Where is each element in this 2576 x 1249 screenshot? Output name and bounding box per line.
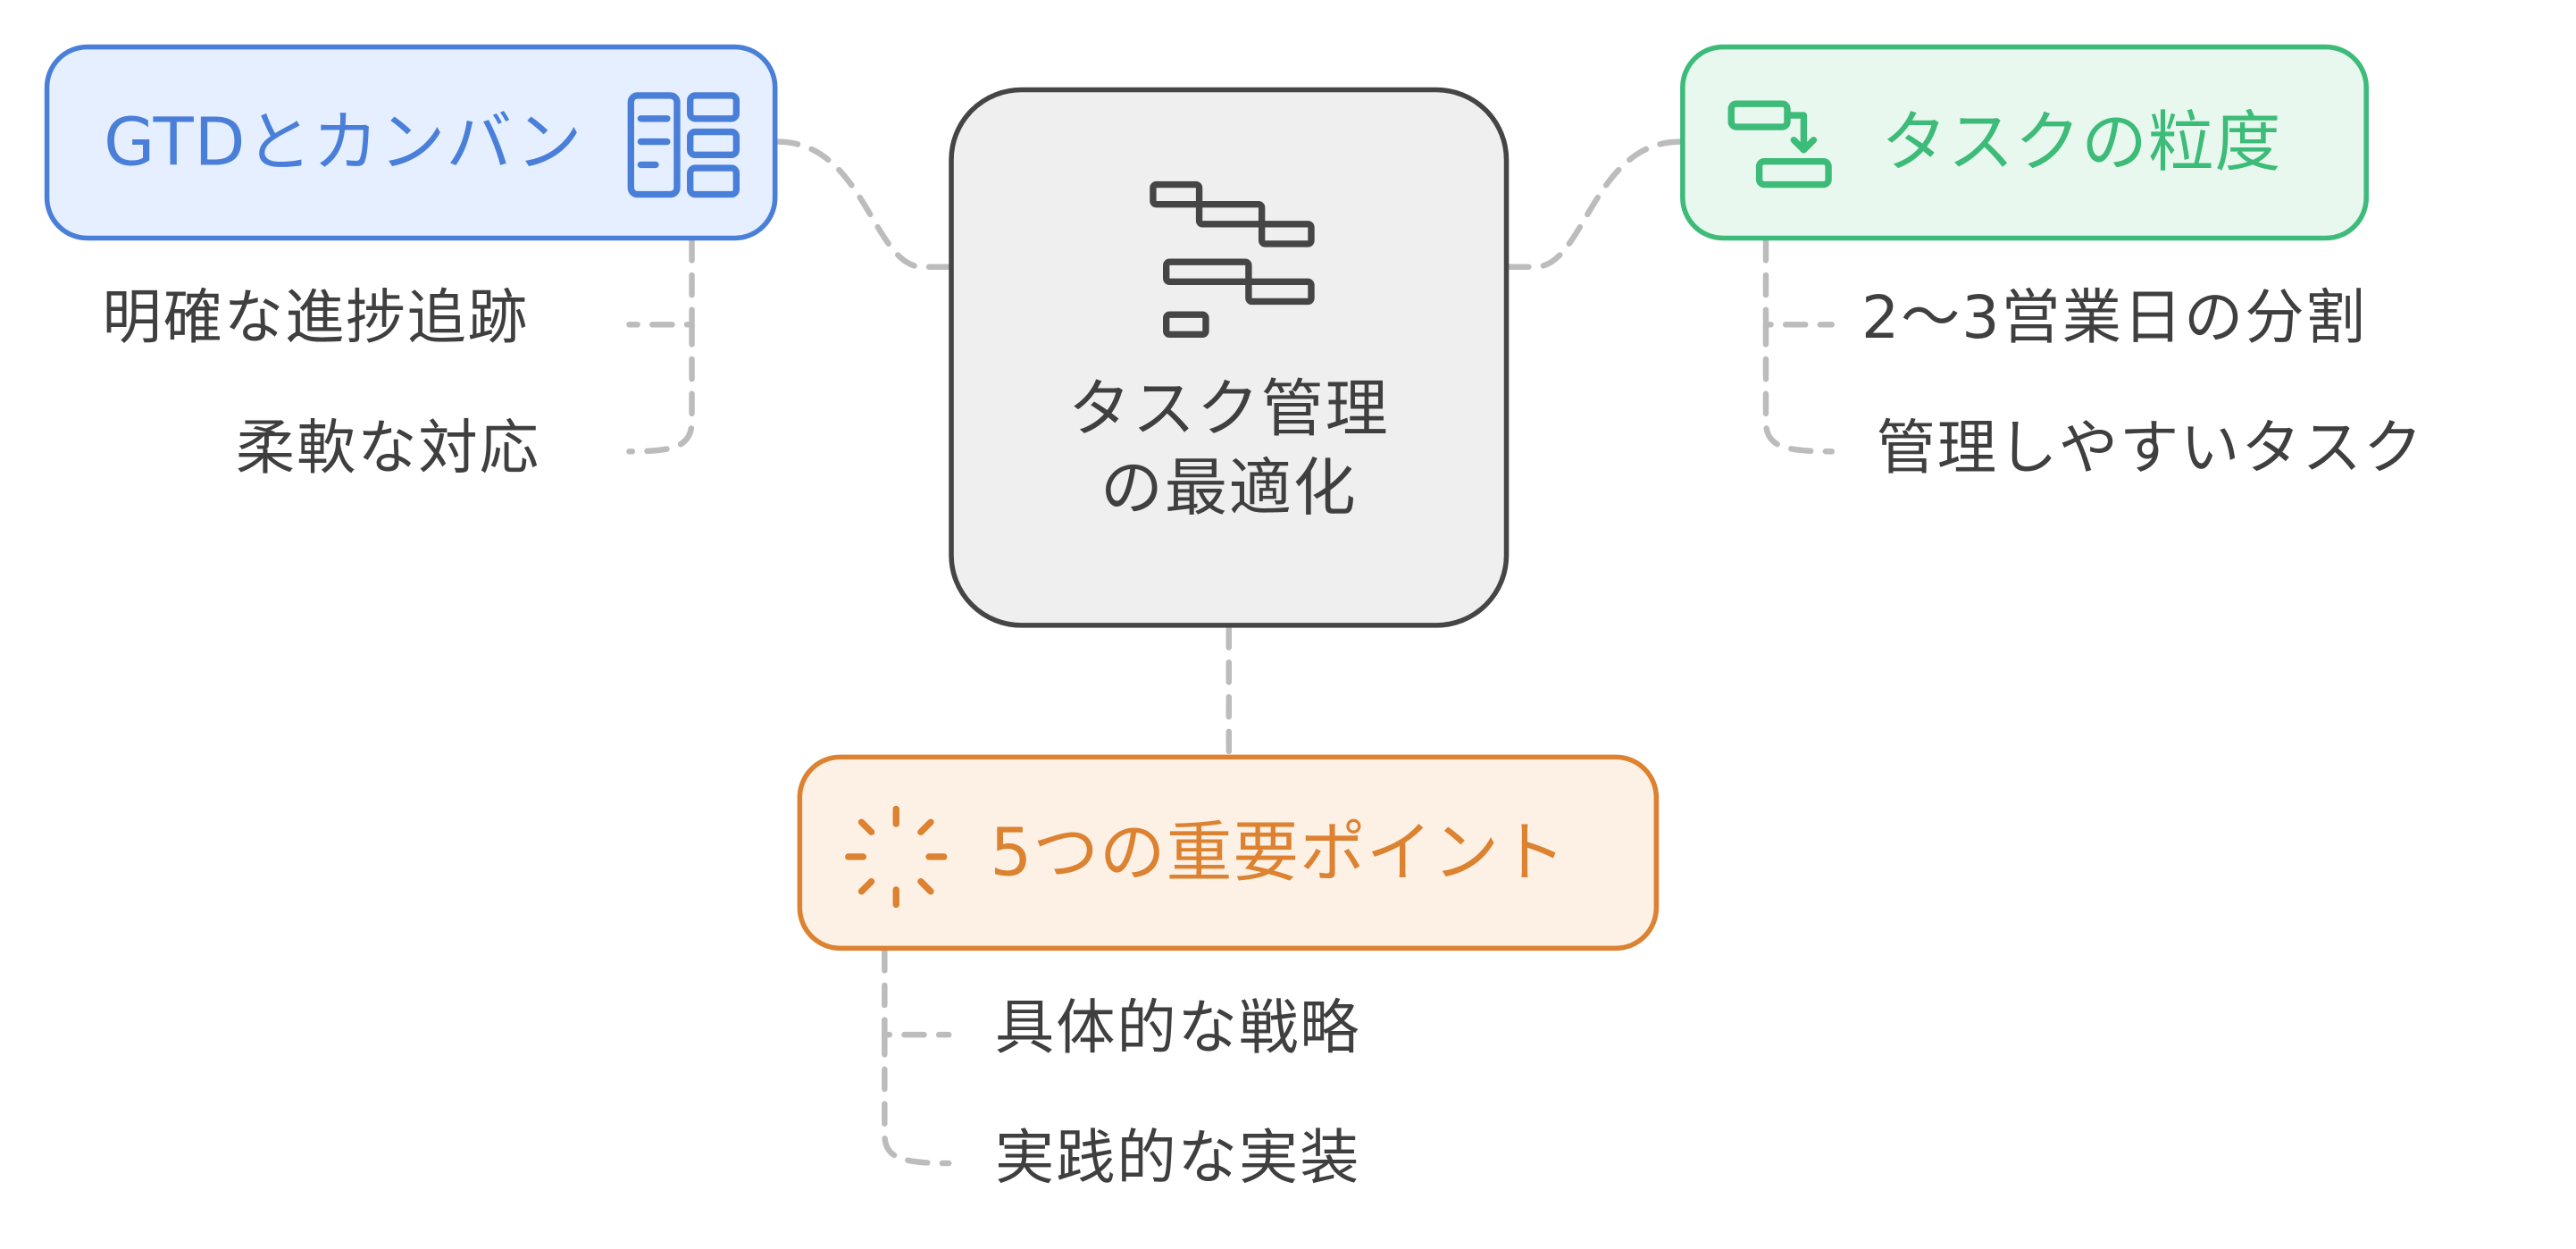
connector-gtd-item-2 [626,322,695,455]
gantt-chart-icon [1150,180,1315,339]
center-title: タスク管理 の最適化 [954,369,1504,527]
granularity-item-2: 管理しやすいタスク [1876,415,2424,483]
granularity-item-1: 2〜3営業日の分割 [1861,285,2367,353]
sparkle-burst-icon [845,805,948,909]
connector-points-item-2 [882,1031,952,1167]
points-item-1: 具体的な戦略 [994,994,1361,1063]
center-node: タスク管理 の最適化 [949,87,1510,628]
points-item-2: 実践的な実装 [994,1125,1361,1194]
task-granularity-node: タスクの粒度 [1680,44,2369,241]
connector-center-gtd [774,138,952,270]
gtd-item-1: 明確な進捗追跡 [102,285,530,353]
connector-center-granularity [1506,138,1684,270]
kanban-board-icon [627,92,740,198]
key-points-node: 5つの重要ポイント [797,754,1660,951]
connector-points-item-1 [882,947,952,1038]
connector-granularity-item-1 [1762,238,1835,328]
gtd-kanban-title: GTDとカンバン [104,105,583,181]
center-title-line-2: の最適化 [1100,451,1358,524]
gtd-item-2: 柔軟な対応 [235,415,540,483]
task-granularity-title: タスクの粒度 [1881,105,2282,181]
gtd-kanban-node: GTDとカンバン [44,44,778,241]
center-title-line-1: タスク管理 [1067,372,1390,445]
key-points-title: 5つの重要ポイント [990,815,1567,892]
connector-gtd-item-1 [626,238,695,328]
task-split-icon [1727,100,1832,189]
connector-granularity-item-2 [1762,322,1835,455]
